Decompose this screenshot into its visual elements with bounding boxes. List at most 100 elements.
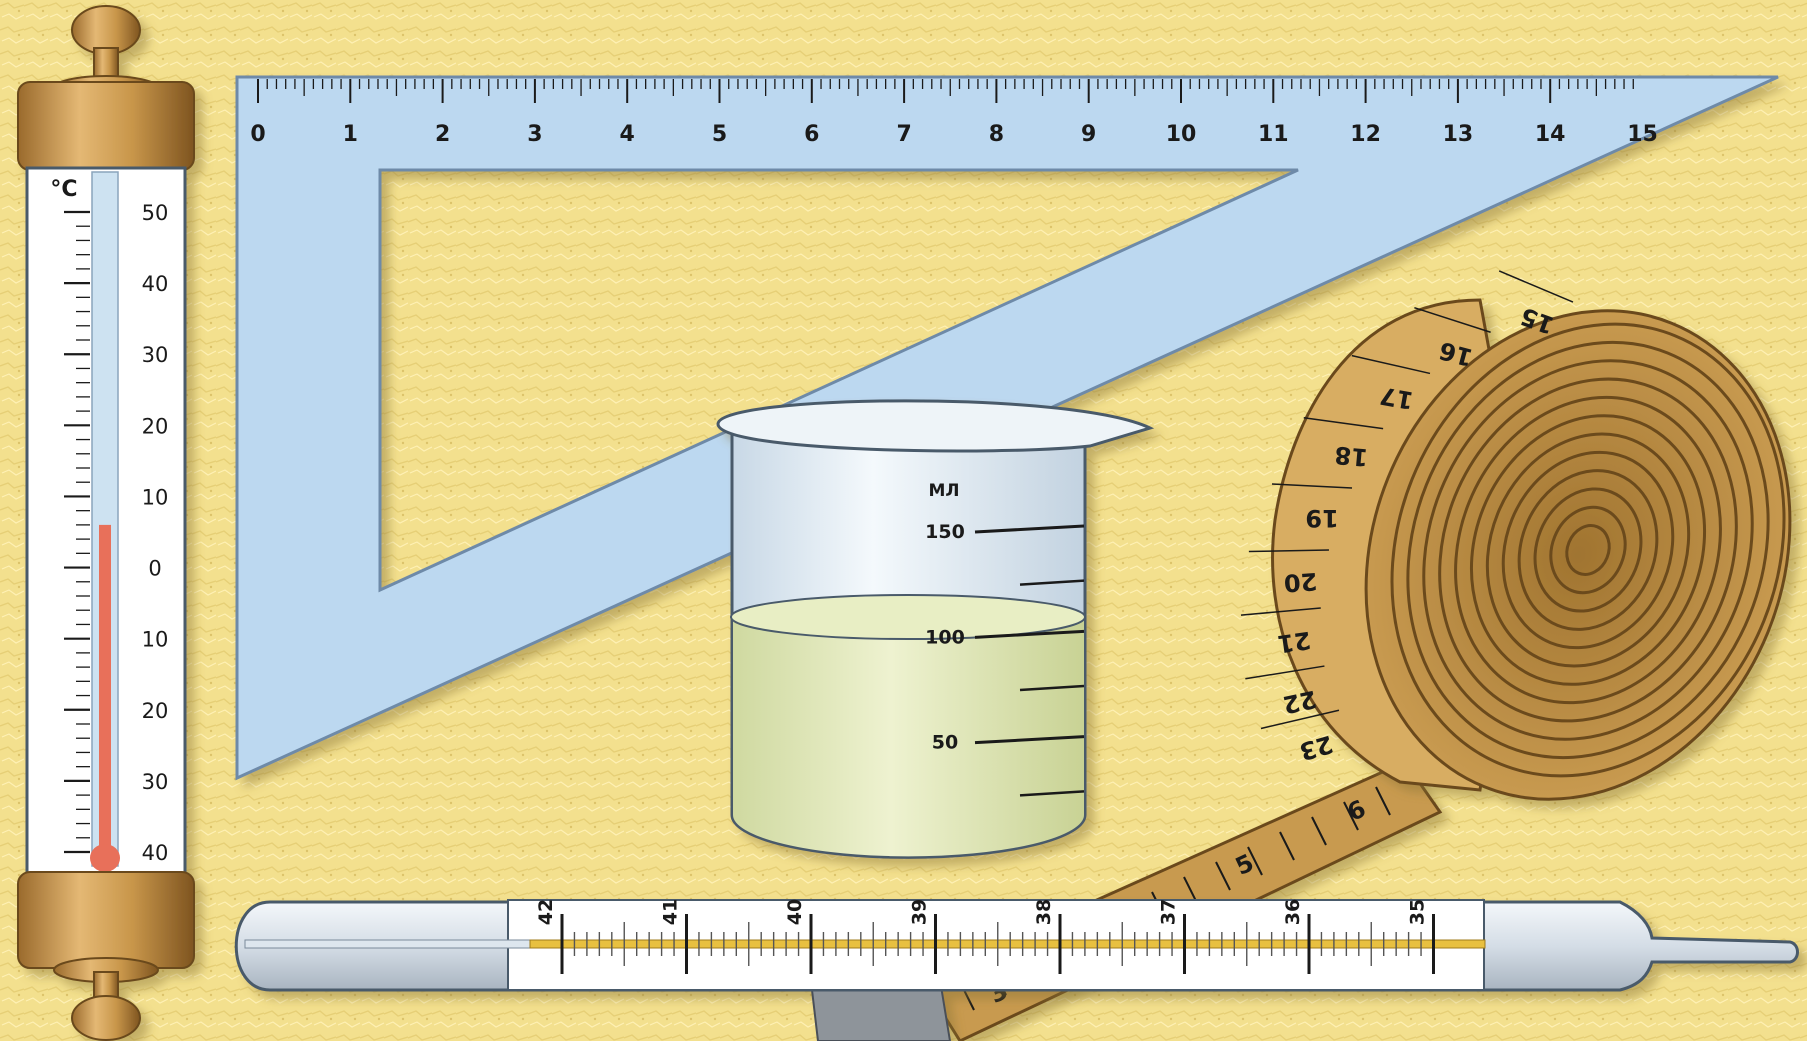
tape-roll-label: 19 <box>1305 504 1338 532</box>
tape-roll-label: 21 <box>1276 626 1313 658</box>
tape-roll-rings <box>1390 322 1786 778</box>
ruler-label: 15 <box>1627 122 1658 147</box>
wood-ring <box>1390 322 1786 778</box>
wood-ring <box>1565 524 1611 576</box>
tape-roll-tick <box>1414 306 1491 333</box>
wood-ring <box>1469 414 1707 686</box>
wood-ring <box>1406 340 1770 760</box>
beaker-major-mark <box>974 735 1085 745</box>
beaker-rim <box>716 399 1155 453</box>
thermometer-bottom-knob <box>71 995 141 1041</box>
tape-roll-tick <box>1260 709 1340 730</box>
beaker-liquid <box>731 616 1086 859</box>
clinical-thermometer-ticks <box>560 914 1435 974</box>
wood-ring <box>1454 395 1722 705</box>
clinical-label: 40 <box>784 899 806 925</box>
thermometer-mercury <box>99 524 111 866</box>
clinical-label: 35 <box>1407 899 1429 925</box>
thermometer-bottom-cap <box>17 871 195 969</box>
thermometer-label: 50 <box>142 201 169 225</box>
thermometer-label: 30 <box>142 770 169 794</box>
ruler-label: 9 <box>1081 122 1096 147</box>
clinical-label: 39 <box>909 899 931 925</box>
beaker-liquid-surface <box>730 594 1086 640</box>
ruler-label: 4 <box>620 122 635 147</box>
thermometer-scale-ticks <box>64 210 90 854</box>
beaker-label: 50 <box>932 732 958 754</box>
tape-roll-tick <box>1303 416 1384 430</box>
clinical-label: 41 <box>660 899 682 925</box>
beaker-minor-mark <box>1019 579 1085 586</box>
tape-roll-tick <box>1240 607 1321 616</box>
wood-ring <box>1501 450 1675 650</box>
clinical-mercury-column <box>529 939 1486 949</box>
wood-ring <box>1533 487 1643 613</box>
ruler-label: 14 <box>1535 122 1566 147</box>
tape-roll-label: 17 <box>1378 381 1416 414</box>
tape-roll-label: 18 <box>1333 441 1369 472</box>
ruler-label: 3 <box>527 122 542 147</box>
tape-strip-tick <box>1375 786 1391 816</box>
wood-ring <box>1438 377 1738 723</box>
wood-ring <box>1422 359 1754 741</box>
ruler-label: 5 <box>712 122 727 147</box>
tape-roll-face <box>1364 309 1792 801</box>
tape-strip-tick <box>1279 831 1295 861</box>
beaker-major-mark <box>974 524 1085 534</box>
tape-strip-tick <box>1343 801 1359 831</box>
room-thermometer <box>17 5 195 1041</box>
clinical-label: 38 <box>1033 899 1055 925</box>
tape-roll-tick <box>1498 270 1574 303</box>
ruler-label: 13 <box>1443 122 1474 147</box>
thermometer-top-cap <box>17 81 195 171</box>
clinical-label: 36 <box>1282 899 1304 925</box>
measuring-beaker <box>716 399 1155 859</box>
tape-strip-tick <box>1311 816 1327 846</box>
beaker-minor-mark <box>1019 790 1085 797</box>
thermometer-top-knob <box>71 5 141 55</box>
clinical-label: 42 <box>535 899 557 925</box>
tape-roll-tick <box>1245 665 1325 680</box>
thermometer-label: 30 <box>142 343 169 367</box>
ruler-label: 1 <box>343 122 358 147</box>
tape-roll-ticks <box>1240 270 1574 730</box>
thermometer-label: 40 <box>142 272 169 296</box>
clinical-label: 37 <box>1158 899 1180 925</box>
thermometer-unit-label: °C <box>50 177 77 202</box>
ruler-label: 8 <box>989 122 1004 147</box>
tape-roll-tick <box>1248 549 1329 553</box>
thermometer-label: 10 <box>142 628 169 652</box>
beaker-major-mark <box>974 629 1085 639</box>
thermometer-label: 0 <box>148 557 161 581</box>
ruler-label: 2 <box>435 122 450 147</box>
ruler-label: 11 <box>1258 122 1289 147</box>
tape-roll-tick <box>1271 483 1353 489</box>
thermometer-label: 20 <box>142 414 169 438</box>
ruler-label: 10 <box>1166 122 1197 147</box>
ruler-label: 7 <box>896 122 911 147</box>
thermometer-label: 20 <box>142 699 169 723</box>
ruler-label: 12 <box>1350 122 1381 147</box>
clinical-thermometer <box>234 899 1799 1041</box>
wood-ring <box>1485 432 1691 668</box>
tape-strip-tick <box>1215 861 1231 891</box>
ruler-label: 0 <box>250 122 265 147</box>
ruler-label: 6 <box>804 122 819 147</box>
wood-ring <box>1517 469 1659 631</box>
tape-roll-tick <box>1351 354 1431 375</box>
wood-ring <box>1549 505 1627 595</box>
tape-strip-tick <box>1247 846 1263 876</box>
tape-roll-label: 20 <box>1283 567 1318 597</box>
tape-roll <box>1271 298 1792 801</box>
thermometer-label: 40 <box>142 841 169 865</box>
thermometer-bulb <box>90 844 120 872</box>
beaker-unit-label: МЛ <box>928 481 959 501</box>
beaker-minor-mark <box>1019 684 1085 692</box>
beaker-label: 100 <box>925 626 965 648</box>
